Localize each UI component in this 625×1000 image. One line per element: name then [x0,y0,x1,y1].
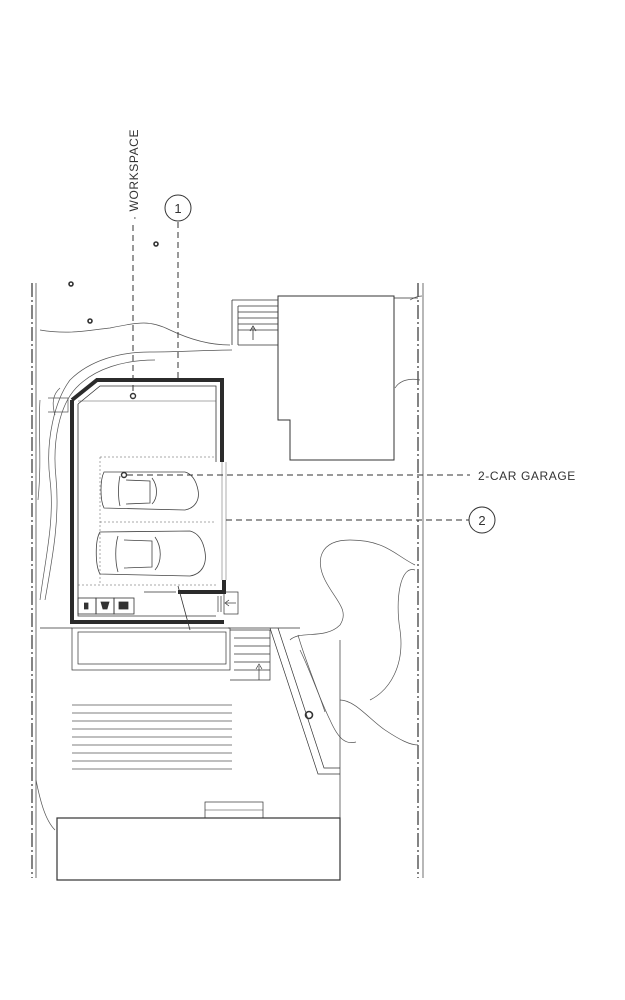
section-line-1 [164,194,192,380]
section-line-2 [226,506,496,534]
section-marker-1: 1 [174,201,181,216]
workspace-leader [129,225,137,400]
garage-fixtures [77,585,191,631]
workspace-label: · WORKSPACE [127,129,141,220]
stair-treads [72,704,232,770]
property-lines [31,283,424,878]
rear-steps [231,299,278,346]
garage-label: 2-CAR GARAGE [478,469,576,483]
car-lower [95,530,206,577]
neighbor-building [277,295,395,461]
side-steps [217,591,239,615]
section-marker-2: 2 [478,513,485,528]
car-upper [100,471,199,511]
contour-lines [35,295,423,831]
front-terrace [40,627,341,878]
trees [68,241,314,720]
garage-leader [120,471,470,479]
main-house [56,801,341,881]
garage-building [70,378,227,624]
